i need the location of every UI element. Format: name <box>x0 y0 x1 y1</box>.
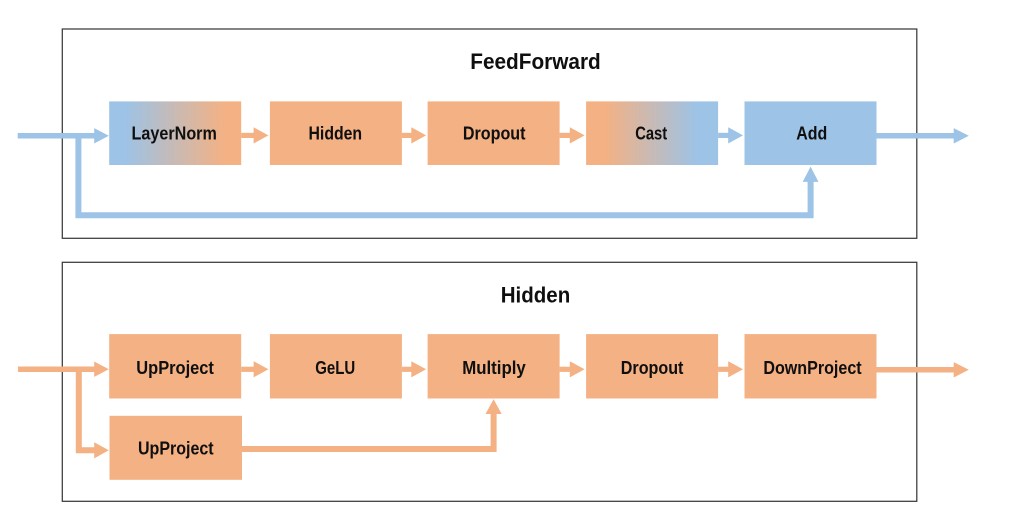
svg-text:UpProject: UpProject <box>138 439 214 459</box>
svg-text:Multiply: Multiply <box>462 358 526 378</box>
svg-text:Hidden: Hidden <box>309 124 363 144</box>
svg-text:DownProject: DownProject <box>763 358 861 378</box>
svg-text:LayerNorm: LayerNorm <box>132 124 217 144</box>
svg-text:Cast: Cast <box>635 124 667 144</box>
svg-text:GeLU: GeLU <box>315 358 355 378</box>
svg-text:UpProject: UpProject <box>136 358 214 378</box>
svg-text:FeedForward: FeedForward <box>470 49 601 74</box>
svg-text:Hidden: Hidden <box>501 283 571 308</box>
svg-text:Dropout: Dropout <box>463 124 526 144</box>
svg-text:Add: Add <box>796 124 827 144</box>
svg-text:Dropout: Dropout <box>621 358 684 378</box>
